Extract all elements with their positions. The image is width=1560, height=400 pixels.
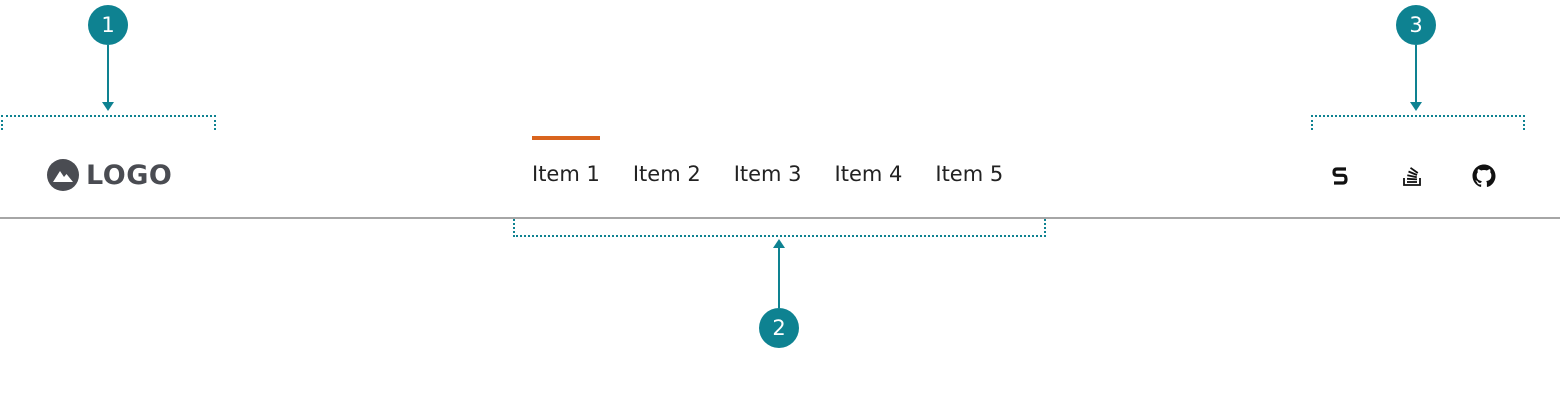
shapes-s-icon[interactable] xyxy=(1326,162,1354,190)
callout-arrow-2 xyxy=(778,247,780,308)
nav-area-bracket xyxy=(513,219,1046,237)
callout-badge-3: 3 xyxy=(1396,5,1436,45)
callout-arrowhead-1 xyxy=(102,102,114,111)
main-nav: Item 1 Item 2 Item 3 Item 4 Item 5 xyxy=(532,136,1003,196)
callout-arrow-1 xyxy=(107,45,109,103)
callout-badge-2: 2 xyxy=(759,308,799,348)
nav-item-5[interactable]: Item 5 xyxy=(935,162,1004,186)
callout-arrowhead-3 xyxy=(1410,102,1422,111)
stack-overflow-icon[interactable] xyxy=(1398,162,1426,190)
nav-item-2[interactable]: Item 2 xyxy=(632,162,701,186)
mountain-icon xyxy=(47,159,79,191)
header-divider xyxy=(0,217,1560,219)
social-links xyxy=(1326,162,1498,190)
github-icon[interactable] xyxy=(1470,162,1498,190)
callout-badge-1: 1 xyxy=(88,5,128,45)
nav-item-3[interactable]: Item 3 xyxy=(733,162,802,186)
logo[interactable]: LOGO xyxy=(47,157,172,193)
nav-item-4[interactable]: Item 4 xyxy=(834,162,903,186)
nav-item-1[interactable]: Item 1 xyxy=(532,136,600,196)
logo-text: LOGO xyxy=(86,159,173,191)
callout-arrowhead-2 xyxy=(773,239,785,248)
logo-area-bracket xyxy=(1,115,216,130)
icons-area-bracket xyxy=(1311,115,1525,130)
callout-arrow-3 xyxy=(1415,45,1417,103)
